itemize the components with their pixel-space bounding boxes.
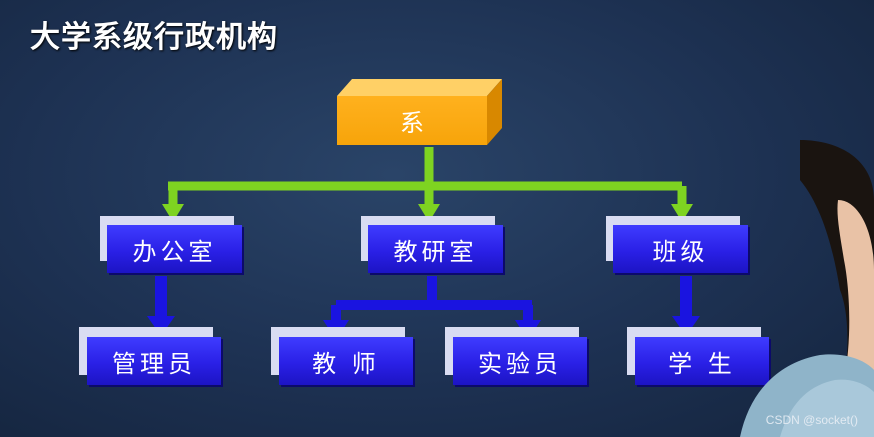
- node-office-label: 办公室: [132, 237, 217, 266]
- node-class-label: 班级: [652, 237, 709, 266]
- green-arrowheads: [162, 204, 693, 222]
- green-connector: [168, 147, 687, 205]
- watermark: CSDN @socket(): [765, 413, 858, 427]
- blue-connector-research: [331, 276, 533, 322]
- node-lab-technician-label: 实验员: [478, 349, 562, 378]
- node-student-label: 学 生: [668, 349, 736, 378]
- node-research-label: 教研室: [393, 237, 478, 266]
- root-node-department: 系: [337, 96, 487, 145]
- page-title: 大学系级行政机构: [30, 20, 278, 55]
- node-teacher-label: 教 师: [312, 349, 380, 378]
- presenter-image: [740, 140, 874, 437]
- node-administrator-label: 管理员: [112, 349, 196, 378]
- root-box-side: [487, 79, 502, 145]
- root-box-top: [337, 79, 502, 96]
- root-node-label: 系: [400, 109, 424, 137]
